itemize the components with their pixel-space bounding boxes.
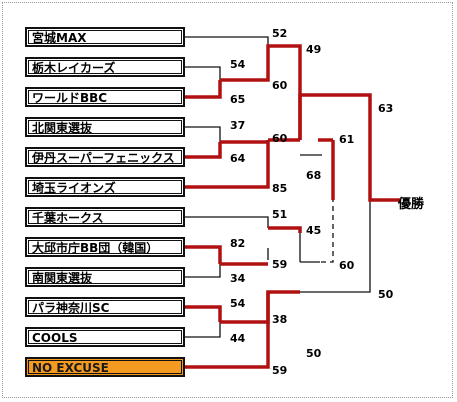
score-r1-d-top: 54: [230, 297, 246, 310]
score-qf-d-bottom: 59: [272, 364, 288, 377]
team-box-12: NO EXCUSE: [25, 357, 185, 377]
team-name: NO EXCUSE: [32, 361, 109, 375]
team-box-11: COOLS: [25, 327, 185, 347]
team-box-2: 栃木レイカーズ: [25, 57, 185, 77]
team-box-6: 埼玉ライオンズ: [25, 177, 185, 197]
team-name: ワールドBBC: [32, 91, 108, 105]
score-r1-d-bottom: 44: [230, 332, 246, 345]
team-box-1: 宮城MAX: [25, 27, 185, 47]
team-name: 埼玉ライオンズ: [32, 181, 116, 195]
team-box-4: 北関東選抜: [25, 117, 185, 137]
score-r1-b-bottom: 64: [230, 152, 246, 165]
score-qf-a-top: 52: [272, 27, 288, 40]
score-final-top: 63: [378, 102, 394, 115]
score-qf-d-top: 38: [272, 313, 288, 326]
team-name: 千葉ホークス: [32, 211, 104, 225]
team-name: パラ神奈川SC: [32, 301, 110, 315]
score-qf-b-bottom: 85: [272, 182, 288, 195]
score-qf-b-top: 60: [272, 132, 288, 145]
score-sf-a-top: 68: [306, 169, 322, 182]
score-sf-b-aux: 60: [339, 259, 355, 272]
team-name: 伊丹スーパーフェニックス: [32, 151, 175, 165]
team-name: 南関東選抜: [32, 271, 93, 285]
diagram-frame: [2, 2, 453, 398]
team-box-3: ワールドBBC: [25, 87, 185, 107]
score-qf-c-top: 51: [272, 208, 288, 221]
team-box-7: 千葉ホークス: [25, 207, 185, 227]
score-r1-c-top: 82: [230, 237, 246, 250]
score-r1-b-top: 37: [230, 119, 246, 132]
team-box-10: パラ神奈川SC: [25, 297, 185, 317]
team-box-9: 南関東選抜: [25, 267, 185, 287]
team-name: 大邱市庁BB団（韓国）: [32, 241, 159, 255]
score-r1-a-bottom: 65: [230, 93, 246, 106]
team-name: 栃木レイカーズ: [32, 61, 116, 75]
team-box-8: 大邱市庁BB団（韓国）: [25, 237, 185, 257]
score-final-bottom: 50: [378, 288, 394, 301]
score-sf-b-bottom: 50: [306, 347, 322, 360]
score-r1-c-bottom: 34: [230, 272, 246, 285]
score-sf-a-aux: 61: [339, 133, 355, 146]
team-name: 宮城MAX: [32, 31, 87, 45]
score-qf-a-bottom: 60: [272, 79, 288, 92]
score-sf-b-top: 45: [306, 224, 322, 237]
team-box-5: 伊丹スーパーフェニックス: [25, 147, 185, 167]
team-name: 北関東選抜: [32, 121, 93, 135]
score-qf-c-bottom: 59: [272, 258, 288, 271]
score-qf-a-mid: 49: [306, 43, 322, 56]
score-r1-a-top: 54: [230, 58, 246, 71]
champion-label: 優勝: [398, 197, 425, 212]
team-name: COOLS: [32, 331, 78, 345]
